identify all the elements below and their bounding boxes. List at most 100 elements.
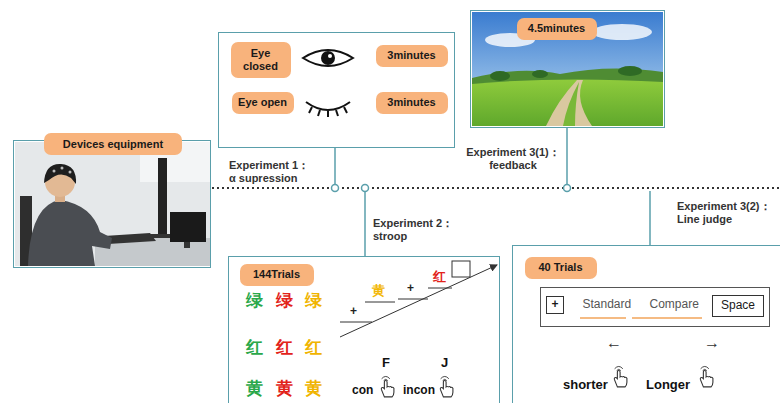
node-text: 4.5minutes	[528, 22, 585, 35]
duration-pill: 3minutes	[376, 45, 448, 67]
eye-icons	[306, 102, 350, 110]
hand-icons	[381, 366, 713, 396]
key-box: Space	[712, 295, 764, 317]
eye-icons	[309, 107, 312, 113]
lab-photo	[15, 142, 210, 266]
duration-pill: 40 Trials	[525, 257, 597, 279]
line-stimuli	[580, 317, 626, 319]
node-text: 144Trials	[253, 268, 300, 281]
stroop-sequence	[452, 261, 470, 277]
lab-photo	[184, 242, 190, 248]
heading-text: Standard	[583, 298, 632, 312]
stroop-sequence	[365, 302, 395, 303]
timeline	[649, 191, 651, 245]
lab-photo	[15, 142, 210, 266]
stroop-word: 绿	[246, 291, 263, 311]
node-text: Eye open	[238, 96, 287, 109]
hand-icons	[614, 366, 627, 386]
eye-icons	[336, 110, 338, 116]
node-text: +	[551, 298, 558, 312]
node-text: 3minutes	[387, 49, 435, 62]
eye-icons	[327, 111, 329, 117]
stroop-word: 红	[305, 338, 322, 358]
sequence-symbol: +	[407, 282, 414, 296]
experiment-box: Experiment 1： α supressionEye closed3min…	[218, 32, 455, 148]
hand-icons	[440, 376, 453, 396]
node-text: 40 Trials	[538, 261, 582, 274]
duration-pill: Eye open	[232, 92, 294, 114]
line-stimuli	[580, 317, 702, 319]
eye-icons	[303, 50, 353, 66]
sequence-symbol: 黄	[372, 284, 385, 299]
lab-photo	[61, 167, 64, 170]
response-key: incon	[403, 384, 435, 398]
stroop-sequence	[340, 261, 497, 337]
sequence-symbol: 红	[433, 270, 446, 285]
timeline	[566, 128, 568, 185]
heading-text: Experiment 3(2)： Line judge	[677, 200, 777, 225]
lab-photo	[158, 158, 167, 238]
response-label: shorter	[563, 378, 608, 393]
stroop-word: 红	[246, 338, 263, 358]
landscape-photo	[618, 66, 642, 76]
response-key: J	[441, 356, 448, 371]
stroop-sequence	[340, 265, 497, 337]
duration-pill: 4.5minutes	[517, 18, 597, 40]
lab-photo	[44, 164, 76, 184]
lab-photo	[53, 170, 56, 173]
landscape-photo	[563, 82, 579, 126]
duration-pill: Eye closed	[231, 42, 291, 78]
eye-icons	[344, 107, 347, 113]
key-box: +	[546, 296, 564, 314]
experiment-box: Devices equipment	[13, 140, 211, 268]
lab-photo	[69, 171, 72, 174]
landscape-photo	[490, 71, 510, 81]
landscape-photo	[592, 24, 652, 40]
experiment-box: Experiment 3(1)： feedback4.5minutes	[470, 10, 665, 128]
landscape-photo	[472, 12, 663, 126]
stroop-word: 绿	[305, 291, 322, 311]
response-key: F	[382, 356, 390, 371]
heading-text: Experiment 3(1)： feedback	[463, 146, 563, 171]
timeline	[332, 185, 339, 192]
line-stimuli	[632, 317, 702, 319]
stroop-word: 黄	[276, 379, 293, 399]
stroop-sequence	[428, 288, 452, 289]
landscape-photo	[532, 70, 548, 78]
heading-text: Experiment 1： α supression	[229, 159, 315, 184]
lab-photo	[170, 212, 206, 242]
lab-photo	[28, 200, 112, 266]
response-key: con	[352, 384, 373, 398]
eye-icons	[328, 54, 332, 58]
experiment-box: Experiment 2： stroop144Trials	[228, 256, 500, 403]
eye-icons	[321, 51, 335, 65]
landscape-photo	[546, 80, 592, 126]
node-text: Eye closed	[236, 47, 286, 72]
eye-icons	[318, 110, 320, 116]
eye-icons	[303, 50, 353, 117]
stroop-word: 黄	[305, 379, 322, 399]
eye-icons	[306, 102, 350, 117]
heading-text: Experiment 2： stroop	[373, 217, 459, 242]
timeline	[364, 191, 366, 256]
landscape-photo	[472, 79, 663, 126]
response-label: Longer	[646, 378, 690, 393]
timeline	[334, 148, 336, 185]
heading-text: Compare	[650, 298, 699, 312]
node-text: Space	[721, 299, 755, 313]
hand-icons	[381, 376, 394, 396]
response-label: ←	[606, 334, 622, 352]
stroop-word: 红	[276, 338, 293, 358]
stroop-sequence	[340, 322, 372, 323]
node-text: 3minutes	[387, 96, 435, 109]
landscape-photo	[472, 12, 663, 126]
stroop-sequence	[398, 299, 428, 300]
title-pill: Devices equipment	[44, 133, 182, 155]
stroop-word: 绿	[276, 291, 293, 311]
hand-icons	[700, 366, 713, 386]
timeline	[212, 187, 780, 189]
duration-pill: 3minutes	[376, 92, 448, 114]
stroop-word: 黄	[246, 379, 263, 399]
duration-pill: 144Trials	[240, 264, 314, 286]
